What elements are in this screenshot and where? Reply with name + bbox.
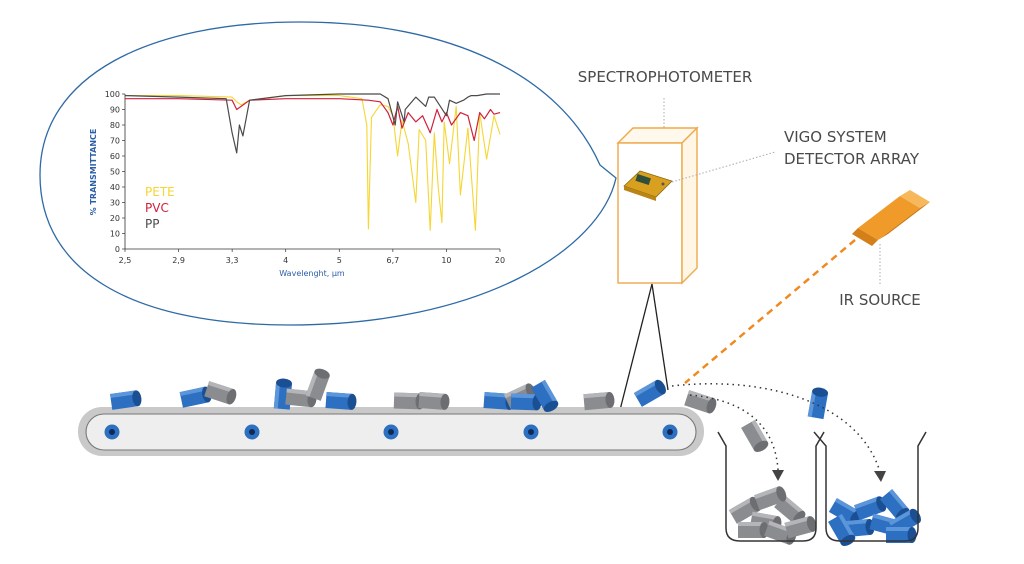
series-lines [124,93,501,231]
arrowhead-blue-bin [874,471,886,482]
gray-pellet [305,368,330,401]
x-axis-title: Wavelenght, µm [279,269,345,278]
x-ticks: 2,5 2,9 3,3 4 5 6,7 10 20 [119,249,505,265]
y-tick-label: 30 [110,199,120,208]
y-tick-label: 10 [110,230,120,239]
y-tick-label: 70 [110,137,120,146]
gray-pellet [418,392,450,410]
gray-pellet [754,486,787,511]
gray-pellet [204,381,237,405]
legend-pvc: PVC [145,201,169,215]
ir-beam [684,239,856,384]
gray-pellet [741,419,769,452]
conveyor-roller [383,424,399,440]
x-tick-label: 5 [337,256,342,265]
spectrophotometer-label: SPECTROPHOTOMETER [578,68,753,86]
y-tick-label: 40 [110,183,120,192]
gray-pellet [784,516,817,539]
detector-array-module [623,170,673,201]
conveyor-roller [244,424,260,440]
y-tick-label: 0 [115,245,120,254]
series-line-pvc [125,98,501,142]
blue-pellet [325,392,357,410]
y-tick-label: 100 [105,90,120,99]
sensor-view-left [619,283,653,411]
blue-pellet [179,386,212,408]
spectrophotometer-cabinet [616,126,699,285]
conveyor-roller [523,424,539,440]
detector-leader [671,151,776,183]
ir-source-device [852,190,930,246]
gray-pellet [738,522,769,538]
gray-pellet [728,496,761,524]
y-ticks: 0 10 20 30 40 50 60 70 80 90 100 [105,90,125,254]
y-tick-label: 50 [110,168,120,177]
blue-pellet [807,387,829,420]
vigo-label-line2: DETECTOR ARRAY [784,150,920,168]
ir-source-label: IR SOURCE [839,291,921,309]
legend-pete: PETE [145,185,175,199]
chart-callout-bubble [39,21,617,326]
conveyor-roller [662,424,678,440]
gray-collection-bin [717,431,825,542]
y-tick-label: 60 [110,152,120,161]
x-tick-label: 6,7 [386,256,399,265]
y-tick-label: 90 [110,106,120,115]
x-tick-label: 2,5 [119,256,132,265]
blue-collection-bin [813,431,927,542]
blue-pellet [633,379,666,407]
y-axis-title: % TRANSMITTANCE [89,129,98,216]
x-tick-label: 2,9 [172,256,185,265]
blue-pellet [510,393,542,411]
conveyor-belt [78,407,704,456]
blue-pellet [110,390,142,410]
series-line-pp [124,93,500,154]
conveyor-roller [104,424,120,440]
x-tick-label: 3,3 [226,256,239,265]
x-tick-label: 10 [441,256,451,265]
x-tick-label: 20 [495,256,505,265]
arrowhead-gray-bin [772,470,784,481]
gray-pellet [684,390,717,414]
y-tick-label: 80 [110,121,120,130]
plastic-pellets [110,368,921,546]
vigo-label-line1: VIGO SYSTEM [784,128,887,146]
legend-pp: PP [145,217,159,231]
trajectory-to-gray-bin [689,394,779,471]
x-tick-label: 4 [283,256,288,265]
y-tick-label: 20 [110,214,120,223]
blue-pellet [531,379,559,412]
gray-pellet [583,391,615,411]
sensor-view-right [651,283,669,391]
